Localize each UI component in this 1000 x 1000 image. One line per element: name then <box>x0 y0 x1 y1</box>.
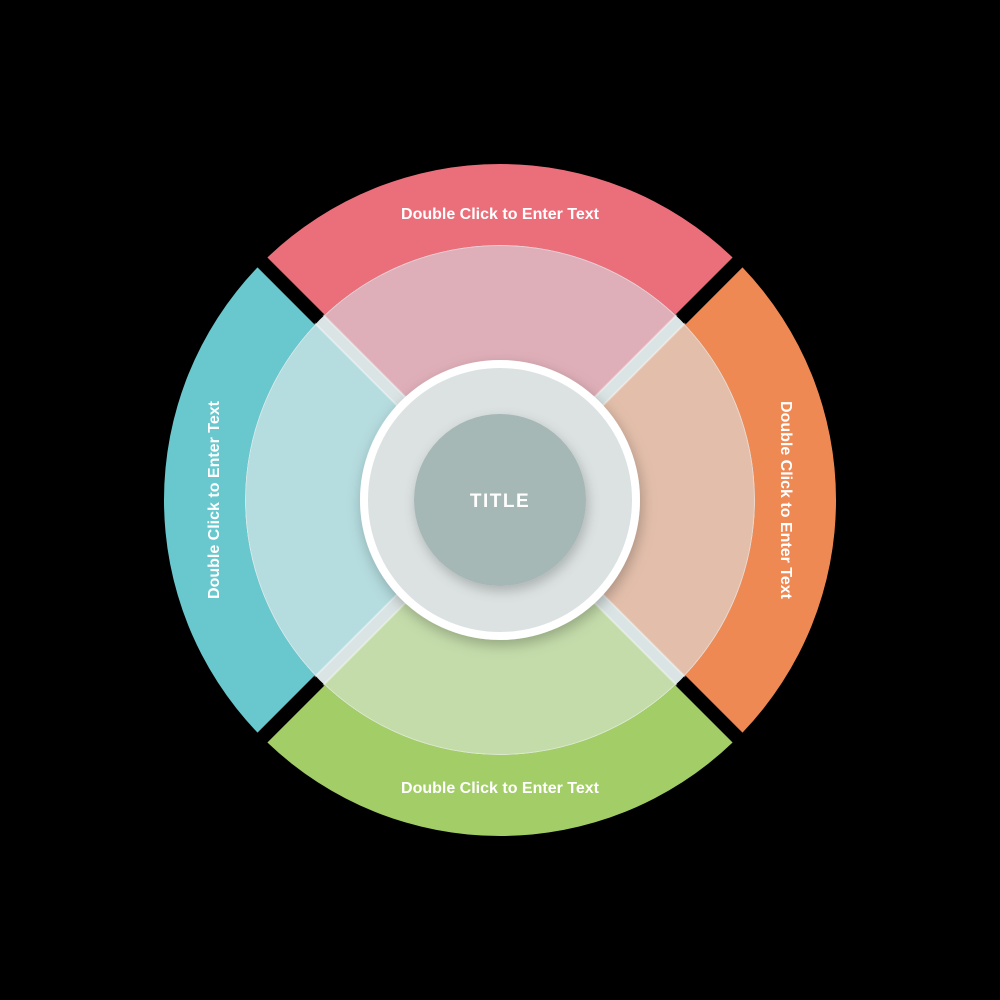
inner-quadrants <box>244 244 756 756</box>
segment-top-ring[interactable] <box>267 163 733 315</box>
segment-label-right[interactable]: Double Click to Enter Text <box>777 401 794 600</box>
segment-bottom-ring[interactable] <box>267 685 733 837</box>
segment-labels: Double Click to Enter Text Double Click … <box>206 206 794 797</box>
segment-label-bottom[interactable]: Double Click to Enter Text <box>401 780 600 797</box>
segment-left-ring[interactable] <box>163 267 315 733</box>
segment-label-top[interactable]: Double Click to Enter Text <box>401 206 600 223</box>
center-title-circle[interactable] <box>414 414 586 586</box>
segment-label-left[interactable]: Double Click to Enter Text <box>206 400 223 599</box>
outer-ring <box>163 163 837 837</box>
center-title[interactable]: TITLE <box>470 491 530 512</box>
segment-right-ring[interactable] <box>685 267 837 733</box>
